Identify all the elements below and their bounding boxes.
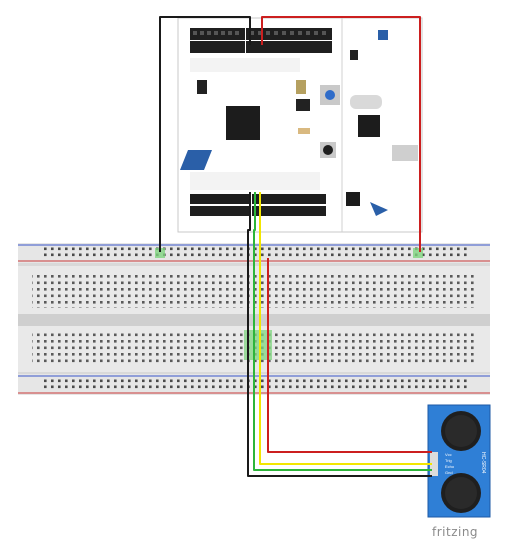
microcontroller-chip: [226, 106, 260, 140]
wire-yellow-trig: [259, 192, 432, 465]
header-bottom-left: [190, 194, 250, 204]
reset-button: [323, 145, 333, 155]
sensor-pin-label-vcc: Vcc: [445, 452, 452, 457]
wires: [159, 16, 432, 477]
usb-connector: [392, 145, 418, 161]
fritzing-watermark: fritzing: [432, 525, 479, 539]
wire-red-vcc-sensor: [267, 258, 432, 453]
header-bottom-right: [252, 194, 326, 204]
wire-red-vcc-top: [261, 16, 421, 252]
ultrasonic-sensor: Vcc Trig Echo Gnd HC-SR04: [427, 404, 491, 518]
wire-black-gnd-top: [159, 16, 251, 252]
sensor-pin-label-echo: Echo: [445, 464, 455, 469]
wire-black-gnd-sensor: [247, 192, 432, 477]
wire-green-echo: [253, 192, 432, 471]
sensor-pin-label-gnd: Gnd: [445, 470, 453, 475]
stlink-chip: [358, 115, 380, 137]
user-button: [325, 90, 335, 100]
sensor-pin-label-trig: Trig: [445, 458, 452, 463]
sensor-pin-header: [430, 452, 438, 476]
st-logo: [180, 150, 212, 170]
sensor-model-label: HC-SR04: [480, 452, 486, 474]
stm32-nucleo-board: [177, 17, 423, 233]
